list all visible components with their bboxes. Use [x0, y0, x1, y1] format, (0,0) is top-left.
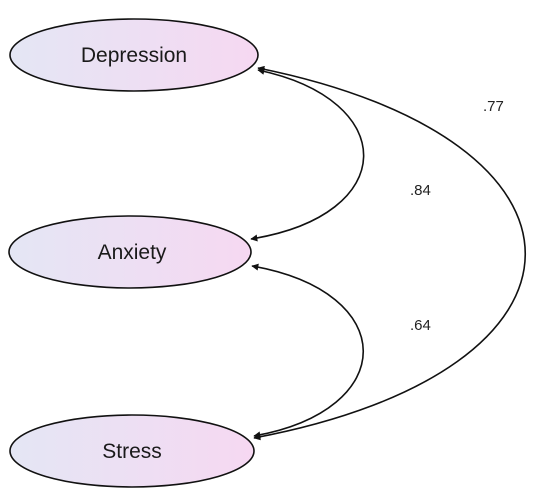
node-anxiety: Anxiety — [8, 215, 252, 289]
node-stress: Stress — [9, 414, 255, 488]
node-anxiety-label: Anxiety — [98, 241, 167, 264]
node-stress-label: Stress — [102, 440, 162, 463]
connector-anxiety-stress — [251, 263, 364, 439]
node-depression-label: Depression — [81, 44, 187, 67]
connector-depression-stress — [253, 65, 527, 441]
node-depression: Depression — [9, 18, 259, 92]
coef-depression-anxiety: .84 — [410, 182, 431, 199]
coef-depression-stress: .77 — [483, 98, 504, 115]
node-depression-ellipse — [9, 18, 259, 92]
connector-depression-anxiety — [250, 67, 365, 242]
node-stress-ellipse — [9, 414, 255, 488]
coef-anxiety-stress: .64 — [410, 317, 431, 334]
node-anxiety-ellipse — [8, 215, 252, 289]
